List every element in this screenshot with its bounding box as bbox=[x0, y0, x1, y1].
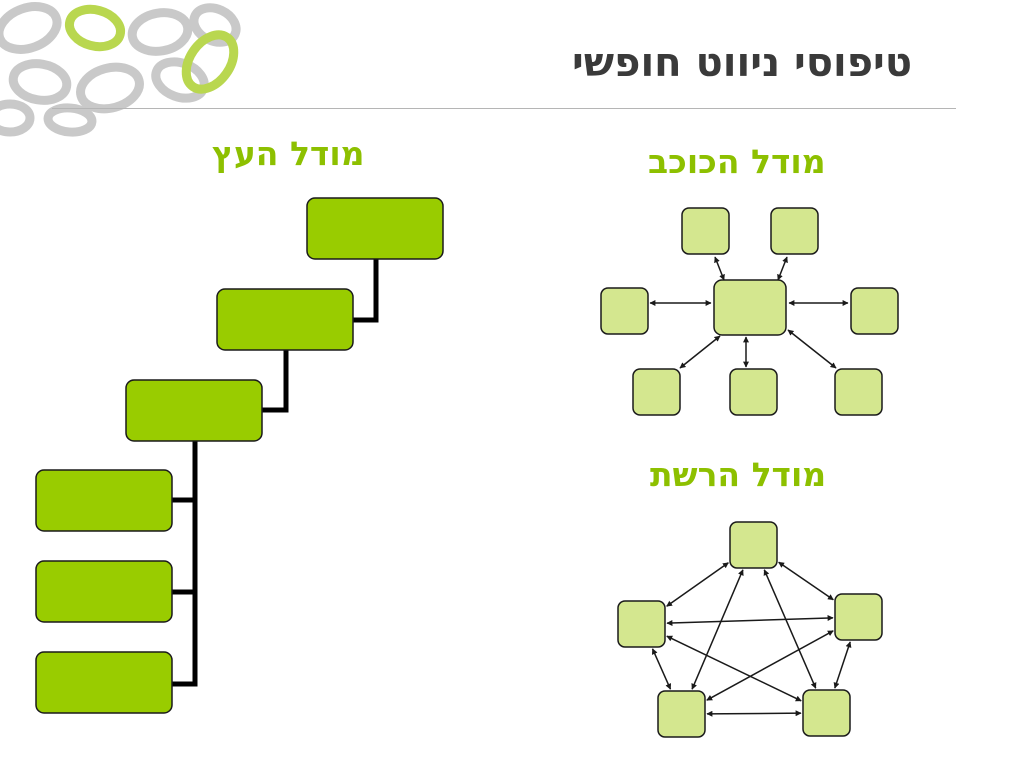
star-leaf-node bbox=[600, 287, 649, 335]
tree-box bbox=[216, 288, 354, 351]
mesh-model-heading: מודל הרשת bbox=[650, 455, 827, 494]
star-leaf-node bbox=[729, 368, 778, 416]
star-leaf-node bbox=[834, 368, 883, 416]
tree-model-heading: מודל העץ bbox=[212, 134, 365, 173]
mesh-edge-arrow bbox=[763, 569, 817, 689]
mesh-node bbox=[834, 593, 883, 641]
star-model-heading: מודל הכוכב bbox=[648, 142, 826, 181]
title-divider bbox=[52, 108, 956, 109]
mesh-edge-arrow bbox=[778, 561, 834, 601]
star-diagram bbox=[600, 207, 899, 416]
mesh-edge-arrow bbox=[833, 641, 852, 689]
star-leaf-node bbox=[681, 207, 730, 255]
star-leaf-node bbox=[770, 207, 819, 255]
tree-box bbox=[125, 379, 263, 442]
mesh-node bbox=[729, 521, 778, 569]
star-hub-node bbox=[713, 279, 787, 336]
tree-connector bbox=[169, 438, 198, 687]
star-leaf-node bbox=[632, 368, 681, 416]
star-leaf-node bbox=[850, 287, 899, 335]
swirl-decoration-icon bbox=[0, 2, 241, 137]
tree-box bbox=[35, 469, 173, 532]
mesh-node bbox=[617, 600, 666, 648]
star-spoke-arrow bbox=[787, 329, 837, 369]
tree-box bbox=[306, 197, 444, 260]
mesh-edge-arrow bbox=[666, 562, 729, 607]
tree-box bbox=[35, 560, 173, 623]
mesh-node bbox=[657, 690, 706, 738]
mesh-edge-arrow bbox=[666, 614, 834, 627]
mesh-edge-arrow bbox=[666, 635, 802, 702]
tree-box bbox=[35, 651, 173, 714]
star-spoke-arrow bbox=[714, 256, 725, 281]
tree-diagram bbox=[35, 197, 444, 714]
mesh-node bbox=[802, 689, 851, 737]
mesh-edge-arrow bbox=[691, 569, 744, 690]
mesh-edge-arrow bbox=[651, 648, 672, 690]
slide-title: טיפוסי ניווט חופשי bbox=[572, 40, 912, 86]
tree-connector bbox=[350, 256, 379, 323]
mesh-edge-arrow bbox=[706, 710, 802, 717]
mesh-diagram bbox=[617, 521, 883, 738]
tree-connector bbox=[259, 347, 289, 413]
star-spoke-arrow bbox=[679, 335, 721, 369]
star-spoke-arrow bbox=[777, 256, 788, 281]
